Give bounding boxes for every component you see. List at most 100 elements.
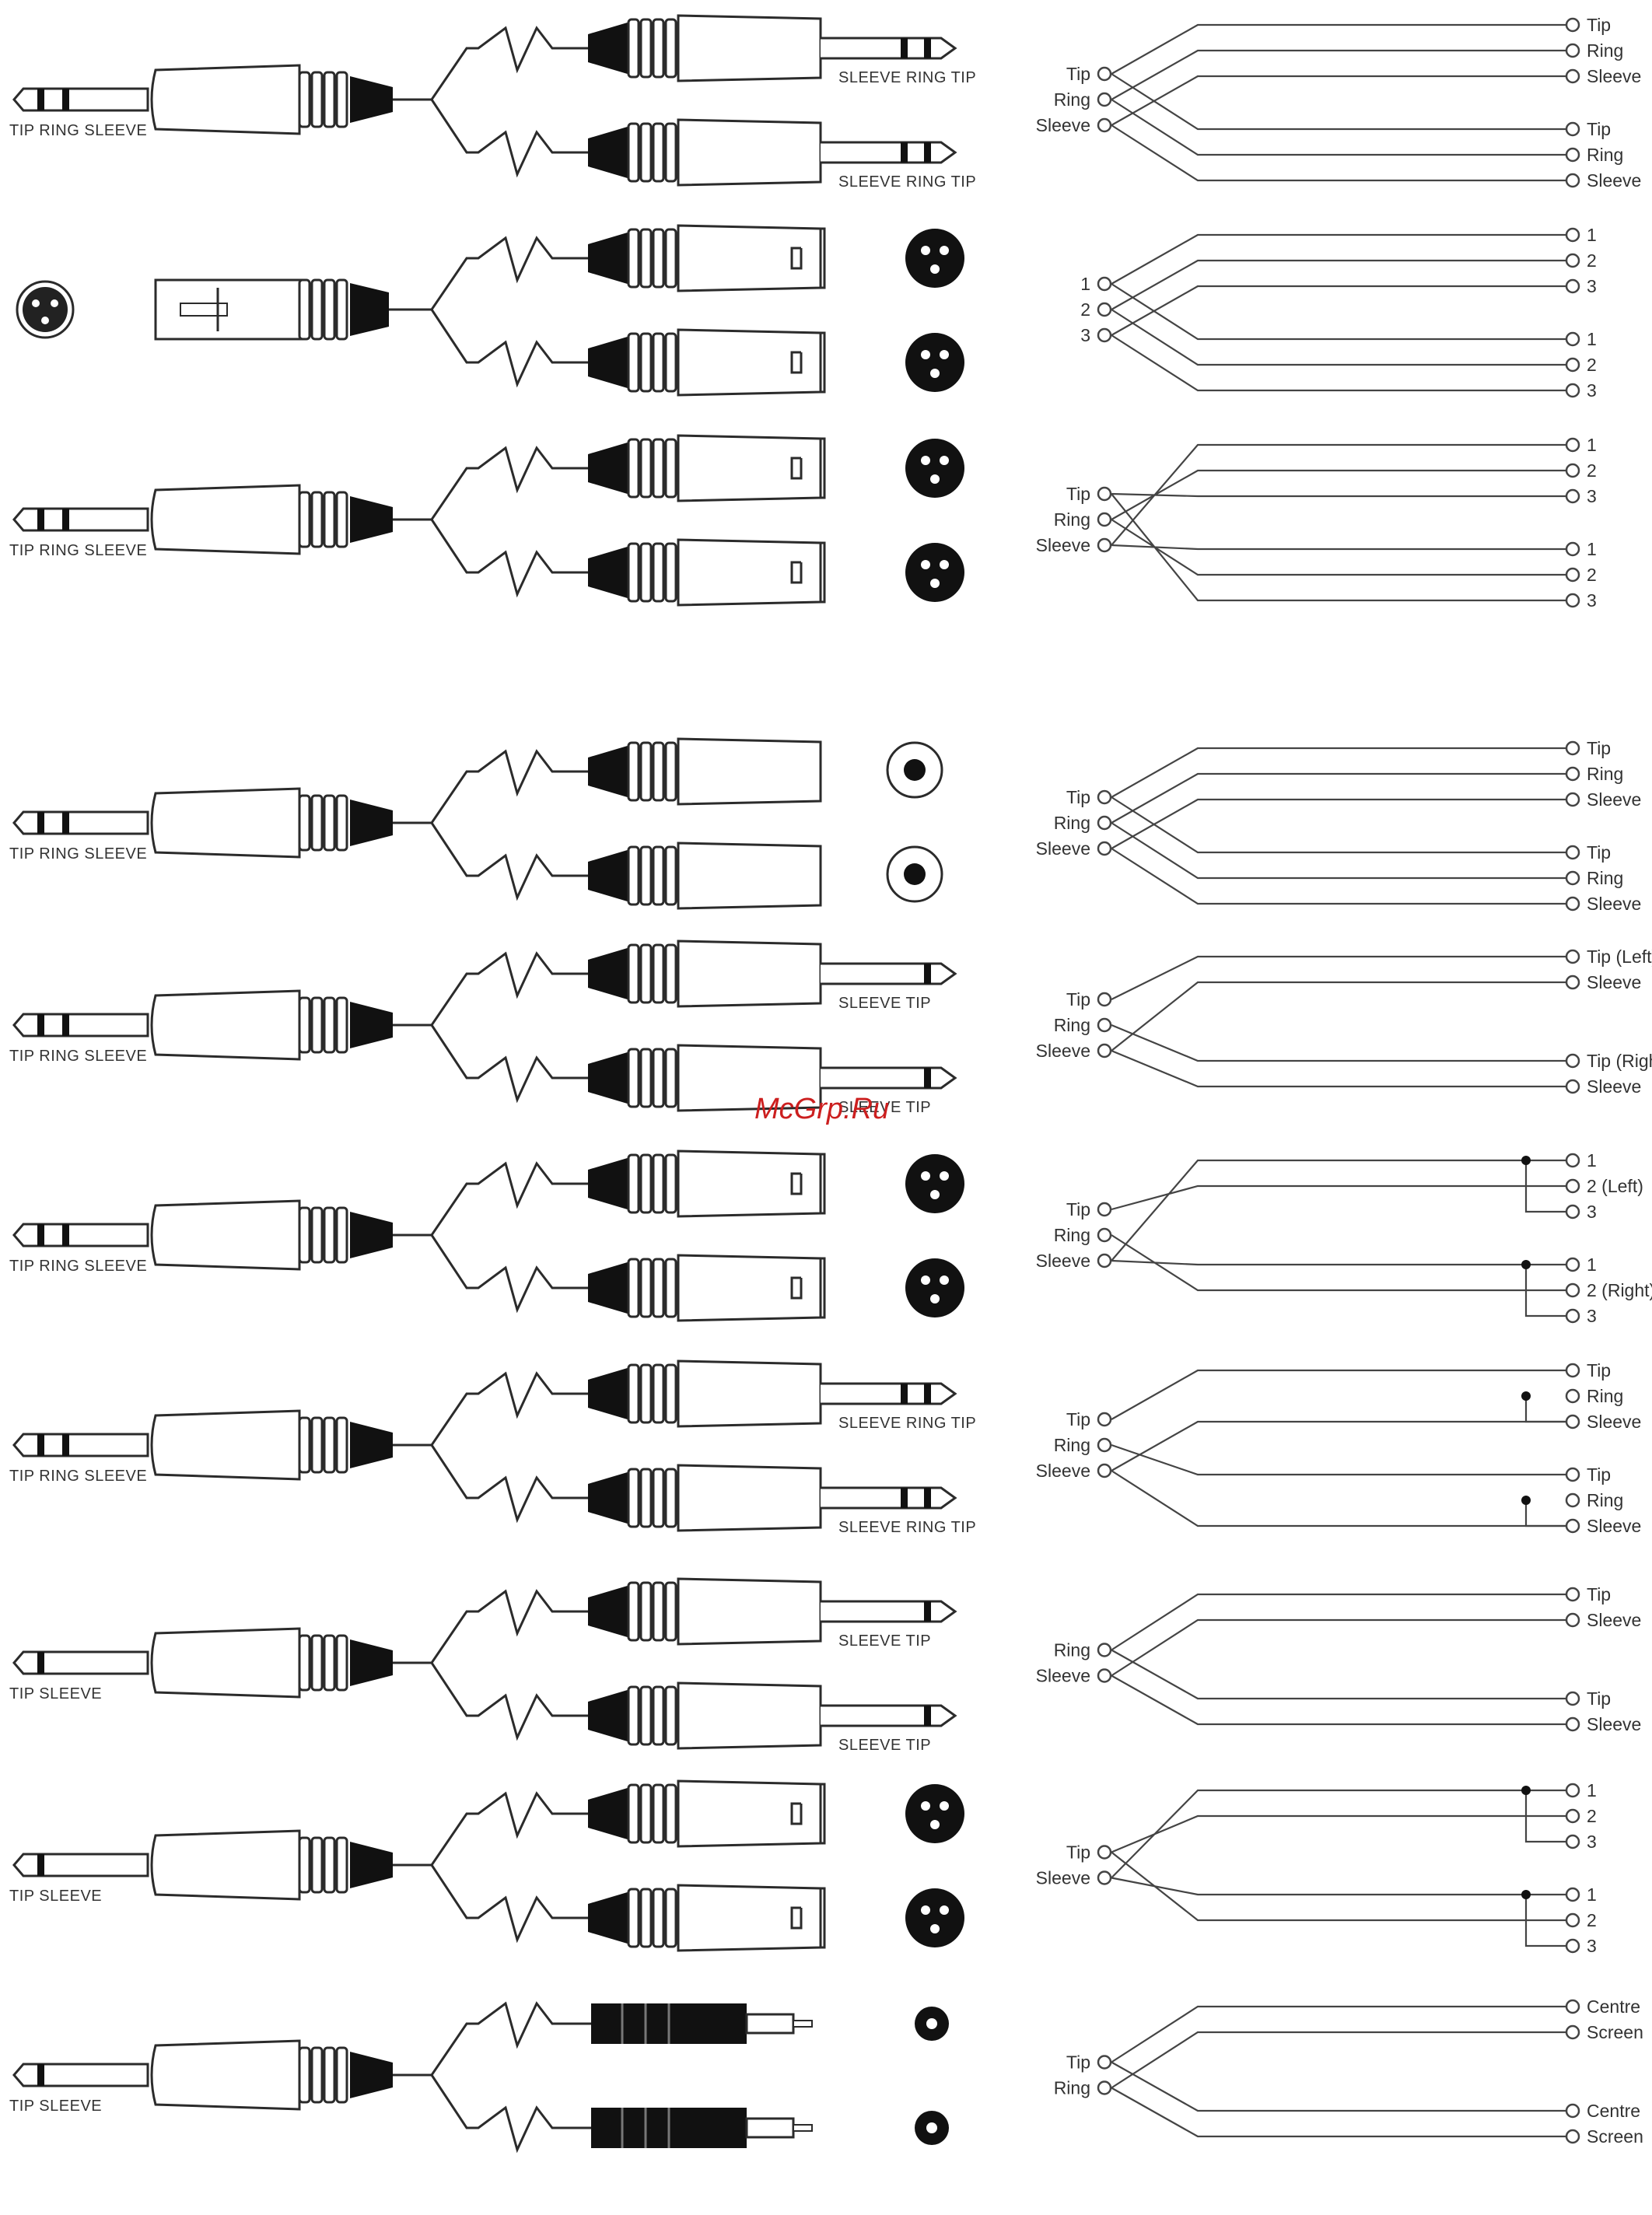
xlr-latch <box>790 1802 803 1825</box>
terminal <box>1565 845 1580 860</box>
grip-ring <box>627 122 640 183</box>
terminal <box>1097 992 1112 1007</box>
grip-ring <box>627 845 640 906</box>
split-cable <box>430 1444 591 1524</box>
terminal <box>1565 1999 1580 2014</box>
grip-ring <box>664 741 677 802</box>
terminal <box>1565 1388 1580 1404</box>
jack-barrel <box>150 989 301 1061</box>
terminal-label: Sleeve <box>1036 1461 1090 1481</box>
split-cable <box>389 236 591 311</box>
terminal-label: 2 <box>1080 299 1090 320</box>
grip-ring <box>639 228 653 289</box>
plug-barrel <box>677 1464 822 1532</box>
terminal <box>1565 1178 1580 1194</box>
terminal <box>1565 383 1580 398</box>
terminal-label: 2 <box>1587 355 1597 375</box>
grip-ring <box>310 1836 324 1894</box>
grip-ring <box>664 1468 677 1528</box>
watermark-text: McGrp.Ru <box>754 1093 889 1125</box>
wiring-conductor <box>1111 2005 1566 2063</box>
terminal <box>1097 1412 1112 1427</box>
terminal <box>1565 1808 1580 1824</box>
terminal <box>1565 1079 1580 1094</box>
terminal-label: Ring <box>1587 868 1623 888</box>
xlr-pin <box>940 1275 949 1285</box>
terminal-label: Tip <box>1066 64 1090 84</box>
plug-barrel <box>677 1577 822 1646</box>
grip-ring <box>652 1048 665 1108</box>
plug-barrel <box>677 1044 822 1112</box>
wiring-conductor <box>1111 23 1566 75</box>
wiring-conductor <box>1111 233 1566 285</box>
grip-ring <box>335 1206 348 1264</box>
grip-ring <box>627 18 640 79</box>
jack-insulator <box>37 1652 44 1674</box>
terminal-label: Sleeve <box>1036 838 1090 859</box>
wiring-conductor <box>1111 309 1566 366</box>
terminal <box>1097 92 1112 107</box>
jack-barrel <box>150 1409 301 1481</box>
grip-ring <box>310 1634 324 1692</box>
terminal <box>1565 1257 1580 1272</box>
strain-relief <box>588 1689 630 1742</box>
jack-insulator <box>62 509 69 530</box>
wiring-conductor <box>1111 1159 1566 1261</box>
xlr-nose <box>821 1153 826 1215</box>
jack-insulator <box>924 1384 931 1404</box>
grip-ring <box>664 1888 677 1948</box>
grip-ring <box>298 278 311 341</box>
rca-pin <box>793 2020 813 2028</box>
terminal <box>1565 1414 1580 1429</box>
terminal-label: Sleeve <box>1587 66 1641 86</box>
grip-ring <box>335 794 348 852</box>
xlr-nose <box>821 1887 826 1949</box>
terminal-label: Sleeve <box>1587 170 1641 191</box>
strain-relief <box>588 1585 630 1638</box>
xlr-male-face <box>905 1888 964 1947</box>
terminal-label: 1 <box>1587 1150 1597 1170</box>
terminal-label: Tip <box>1066 787 1090 807</box>
wiring-conductor <box>1111 443 1566 546</box>
grip-ring <box>298 996 311 1054</box>
terminal <box>1565 949 1580 964</box>
strain-relief <box>350 1422 393 1468</box>
terminal <box>1565 173 1580 188</box>
terminal <box>1565 1887 1580 1902</box>
jack-shaft <box>821 37 957 60</box>
jack-barrel <box>150 484 301 555</box>
plug-barrel <box>677 1149 822 1218</box>
terminal-label: Sleeve <box>1587 894 1641 914</box>
terminal-label: Tip <box>1587 738 1611 758</box>
grip-ring <box>298 1416 311 1474</box>
xlr-pin <box>930 1294 940 1303</box>
terminal <box>1097 1043 1112 1059</box>
grip-ring <box>298 1634 311 1692</box>
grip-ring <box>627 1685 640 1746</box>
grip-ring <box>652 1258 665 1318</box>
wiring-conductor <box>1111 1049 1566 1088</box>
split-cable <box>393 1161 591 1237</box>
terminal-label: Tip <box>1587 1688 1611 1709</box>
grip-ring <box>627 332 640 393</box>
wiring-conductor <box>1111 469 1566 520</box>
xlr-female-body <box>154 278 305 341</box>
terminal <box>1565 740 1580 756</box>
grip-ring <box>664 438 677 499</box>
jack-insulator <box>924 142 931 163</box>
terminal <box>1565 1053 1580 1069</box>
terminal-label: Sleeve <box>1587 1610 1641 1630</box>
terminal <box>1565 43 1580 58</box>
xlr-male-face <box>905 1258 964 1317</box>
grip-ring <box>652 845 665 906</box>
terminal-label: Ring <box>1587 1386 1623 1406</box>
jack-insulator <box>37 2064 44 2086</box>
plug-barrel <box>677 538 822 607</box>
terminal-label: Sleeve <box>1587 1076 1641 1097</box>
split-cable <box>393 446 591 521</box>
bridge-junction <box>1521 1260 1531 1269</box>
terminal-label: Tip <box>1587 1464 1611 1485</box>
jack-insulator <box>924 1706 931 1726</box>
